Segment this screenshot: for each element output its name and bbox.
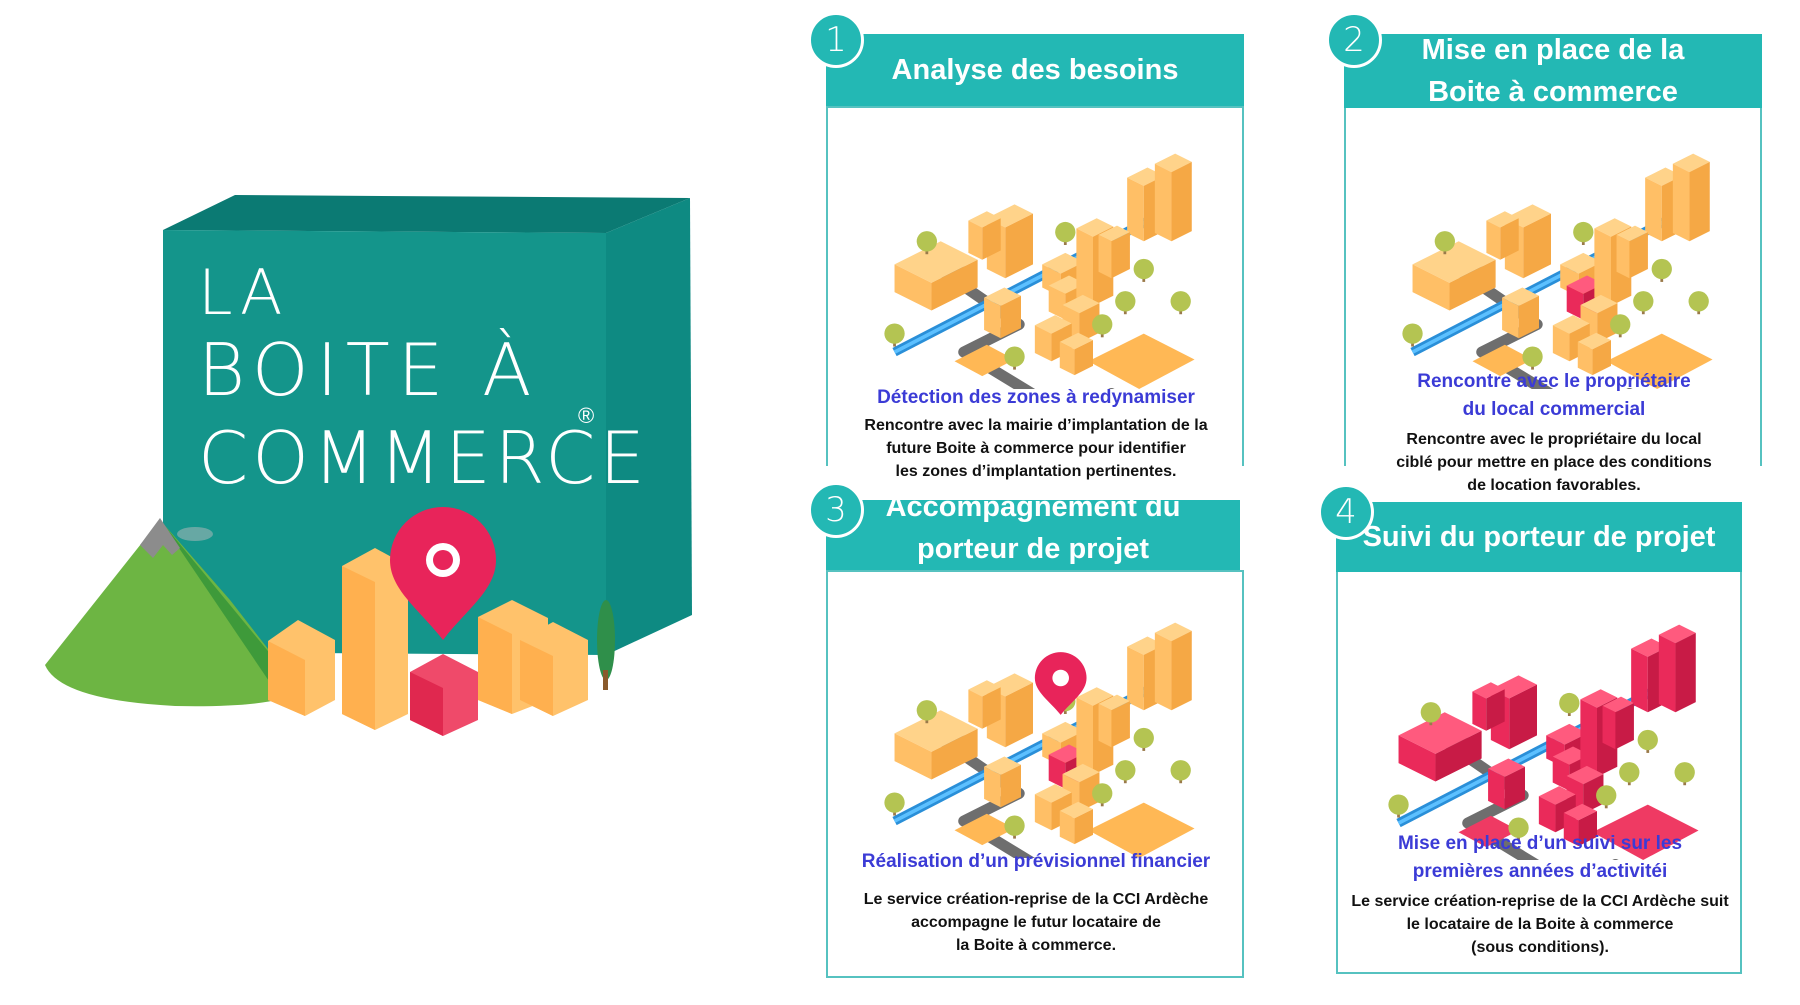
step-number-1: 1 (808, 12, 864, 68)
registered-mark: ® (578, 403, 595, 428)
isometric-city-icon (1402, 153, 1748, 459)
step-number-4: 4 (1318, 484, 1374, 540)
city-map-illustration (1330, 620, 1744, 930)
step-4-subtitle: Mise en place d’un suivi sur les premièr… (1397, 833, 1683, 882)
isometric-city-icon (884, 622, 1230, 928)
logo-cube-illustration (45, 195, 692, 736)
boite-a-commerce-logo: LA BOITE À COMMERCE ® (0, 0, 760, 1000)
step-number-2: 2 (1326, 12, 1382, 68)
tree-icon (597, 600, 615, 690)
city-map-illustration (1344, 149, 1758, 459)
isometric-city-icon (884, 153, 1230, 459)
step-4-description: Le service création-reprise de la CCI Ar… (1351, 893, 1729, 956)
step-3-subtitle: Réalisation d’un prévisionnel financier (861, 851, 1211, 872)
step-card-3: Accompagnement du porteur de projet Réal… (826, 491, 1246, 980)
logo-line-boite: BOITE À (198, 328, 540, 412)
step-1-title: Analyse des besoins (826, 34, 1244, 106)
location-pin-icon (390, 507, 496, 640)
step-card-2: Mise en place de la Boite à commerce Ren… (1344, 34, 1764, 494)
step-2-title: Mise en place de la Boite à commerce (1344, 34, 1762, 108)
step-1-subtitle: Détection des zones à redynamiser (877, 387, 1195, 408)
logo-line-la: LA (198, 256, 289, 329)
city-map-illustration (826, 618, 1240, 928)
step-3-description: Le service création-reprise de la CCI Ar… (863, 891, 1209, 954)
step-card-4: Suivi du porteur de projet Mise en place… (1336, 502, 1744, 974)
city-map-illustration (826, 149, 1240, 459)
step-number-3: 3 (808, 482, 864, 538)
step-1-description: Rencontre avec la mairie d’implantation … (864, 417, 1208, 480)
logo-line-commerce: COMMERCE (198, 416, 649, 500)
step-2-description: Rencontre avec le propriétaire du local … (1396, 431, 1712, 494)
step-4-title: Suivi du porteur de projet (1336, 502, 1742, 572)
buildings-icon (268, 548, 588, 736)
mountain-icon (45, 518, 300, 707)
step-card-1: Analyse des besoins Détection des zones … (826, 34, 1246, 480)
step-3-title: Accompagnement du porteur de projet (826, 491, 1240, 570)
step-2-subtitle: Rencontre avec le propriétaire du local … (1417, 371, 1691, 420)
isometric-city-icon (1388, 624, 1734, 930)
